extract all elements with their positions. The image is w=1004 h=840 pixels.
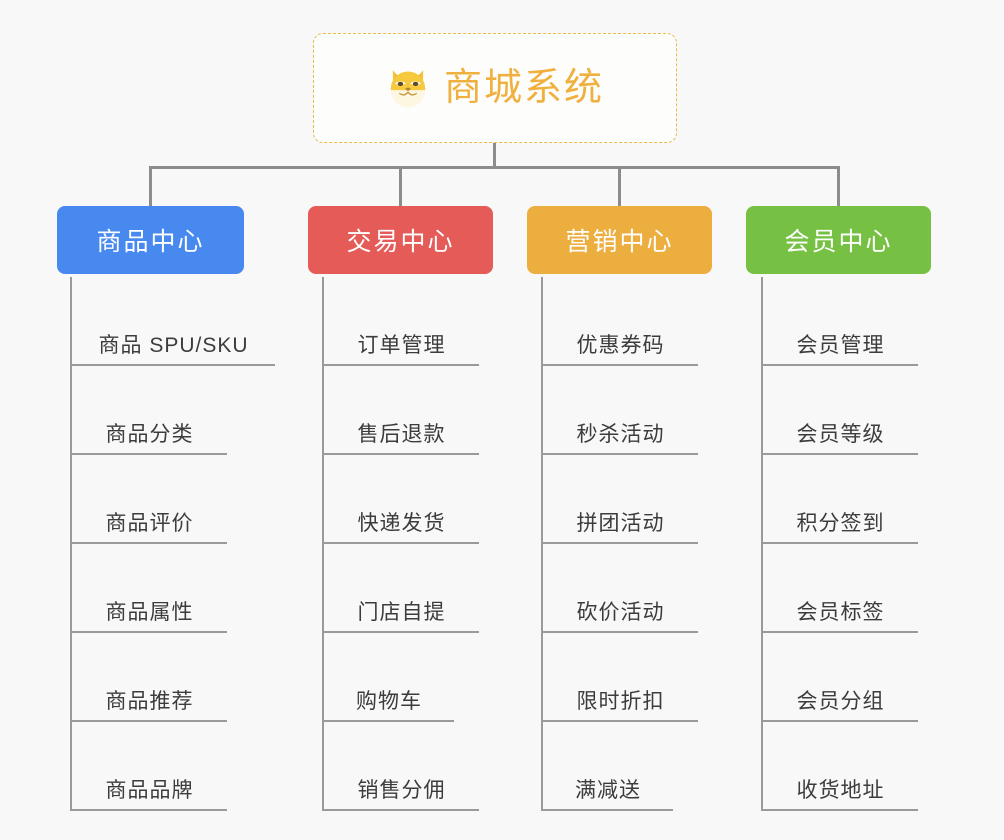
- leaf-label: 销售分佣: [357, 779, 446, 802]
- branch-box-营销中心[interactable]: 营销中心: [527, 206, 712, 274]
- leaf-column-营销中心: 优惠券码 秒杀活动 拼团活动 砍价活动 限时折扣 满减送: [541, 277, 701, 811]
- leaf-column-交易中心: 订单管理 售后退款 快递发货 门店自提 购物车 销售分佣: [322, 277, 482, 811]
- branch-label: 会员中心: [784, 228, 893, 256]
- leaf-label: 会员标签: [796, 601, 885, 624]
- leaf-item[interactable]: 商品属性: [72, 544, 227, 633]
- leaf-item[interactable]: 商品评价: [72, 455, 227, 544]
- leaf-item[interactable]: 门店自提: [324, 544, 479, 633]
- root-node[interactable]: 商城系统: [313, 33, 677, 143]
- branch-box-会员中心[interactable]: 会员中心: [746, 206, 931, 274]
- leaf-item[interactable]: 会员标签: [763, 544, 918, 633]
- leaf-item[interactable]: 会员管理: [763, 277, 918, 366]
- leaf-item[interactable]: 商品品牌: [72, 722, 227, 811]
- root-title: 商城系统: [443, 67, 604, 109]
- leaf-label: 商品评价: [105, 512, 194, 535]
- leaf-item[interactable]: 砍价活动: [543, 544, 698, 633]
- leaf-item[interactable]: 快递发货: [324, 455, 479, 544]
- shiba-dog-icon: [390, 70, 426, 108]
- leaf-label: 商品分类: [105, 423, 194, 446]
- leaf-label: 优惠券码: [576, 334, 665, 357]
- leaf-item[interactable]: 会员等级: [763, 366, 918, 455]
- leaf-item[interactable]: 购物车: [324, 633, 454, 722]
- leaf-label: 快递发货: [357, 512, 446, 535]
- leaf-item[interactable]: 商品分类: [72, 366, 227, 455]
- leaf-label: 订单管理: [357, 334, 446, 357]
- connector-drop-3: [618, 166, 621, 206]
- branch-label: 营销中心: [565, 228, 674, 256]
- leaf-spine: [761, 277, 763, 811]
- leaf-item[interactable]: 优惠券码: [543, 277, 698, 366]
- connector-horizontal-bus: [150, 166, 840, 169]
- leaf-item[interactable]: 订单管理: [324, 277, 479, 366]
- connector-drop-4: [837, 166, 840, 206]
- leaf-item[interactable]: 积分签到: [763, 455, 918, 544]
- leaf-label: 满减送: [575, 779, 641, 802]
- branch-label: 商品中心: [96, 228, 205, 256]
- leaf-label: 购物车: [356, 690, 422, 713]
- leaf-item[interactable]: 秒杀活动: [543, 366, 698, 455]
- leaf-label: 秒杀活动: [576, 423, 665, 446]
- leaf-label: 限时折扣: [576, 690, 665, 713]
- leaf-item[interactable]: 满减送: [543, 722, 673, 811]
- leaf-item[interactable]: 售后退款: [324, 366, 479, 455]
- leaf-label: 拼团活动: [576, 512, 665, 535]
- leaf-label: 收货地址: [796, 779, 885, 802]
- leaf-label: 砍价活动: [576, 601, 665, 624]
- connector-drop-1: [149, 166, 152, 206]
- leaf-label: 商品品牌: [105, 779, 194, 802]
- leaf-spine: [541, 277, 543, 811]
- leaf-label: 商品推荐: [105, 690, 194, 713]
- leaf-item[interactable]: 商品 SPU/SKU: [72, 277, 275, 366]
- leaf-item[interactable]: 收货地址: [763, 722, 918, 811]
- leaf-label: 售后退款: [357, 423, 446, 446]
- leaf-item[interactable]: 商品推荐: [72, 633, 227, 722]
- connector-root-stem: [493, 143, 496, 167]
- branch-box-交易中心[interactable]: 交易中心: [308, 206, 493, 274]
- leaf-item[interactable]: 限时折扣: [543, 633, 698, 722]
- leaf-label: 会员分组: [796, 690, 885, 713]
- leaf-label: 会员管理: [796, 334, 885, 357]
- leaf-column-会员中心: 会员管理 会员等级 积分签到 会员标签 会员分组 收货地址: [761, 277, 921, 811]
- leaf-column-商品中心: 商品 SPU/SKU 商品分类 商品评价 商品属性 商品推荐 商品品牌: [70, 277, 275, 811]
- leaf-label: 商品属性: [105, 601, 194, 624]
- leaf-item[interactable]: 拼团活动: [543, 455, 698, 544]
- leaf-label: 会员等级: [796, 423, 885, 446]
- leaf-label: 门店自提: [357, 601, 446, 624]
- leaf-label: 积分签到: [796, 512, 885, 535]
- branch-label: 交易中心: [346, 228, 455, 256]
- leaf-label: 商品 SPU/SKU: [98, 334, 249, 357]
- leaf-item[interactable]: 销售分佣: [324, 722, 479, 811]
- leaf-item[interactable]: 会员分组: [763, 633, 918, 722]
- connector-drop-2: [399, 166, 402, 206]
- leaf-spine: [70, 277, 72, 811]
- branch-box-商品中心[interactable]: 商品中心: [57, 206, 244, 274]
- leaf-spine: [322, 277, 324, 811]
